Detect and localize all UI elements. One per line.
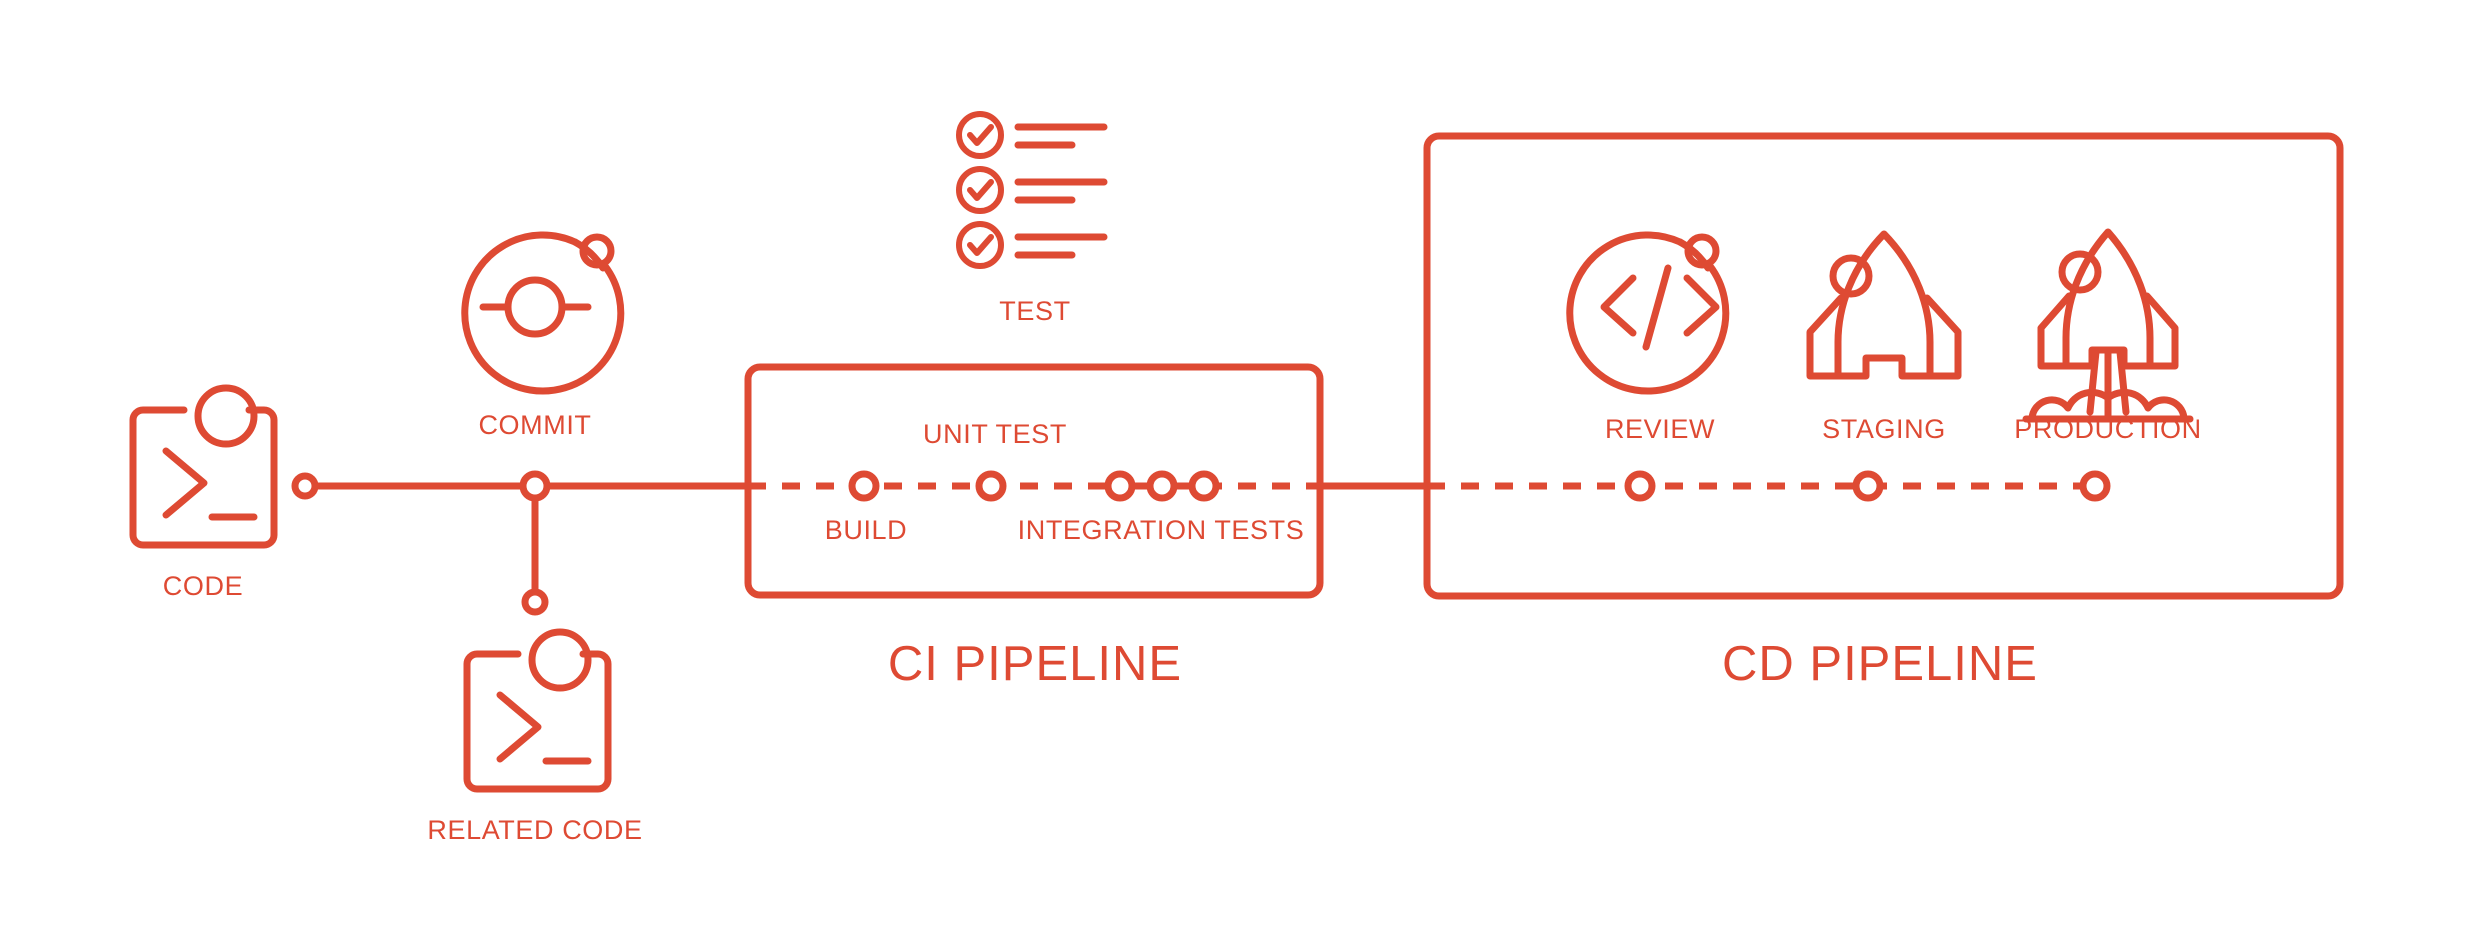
ci-stage-label-build: BUILD: [825, 515, 908, 545]
node-build[interactable]: [848, 470, 880, 502]
node-unit-test[interactable]: [975, 470, 1007, 502]
ci-pipeline-box: [744, 363, 1324, 599]
node-integration-test-2[interactable]: [1146, 470, 1178, 502]
cd-pipeline-group: REVIEW STAGING: [1423, 132, 2344, 691]
checklist-icon: [956, 111, 1108, 269]
commit-label: COMMIT: [478, 410, 591, 440]
related-code-label: RELATED CODE: [427, 815, 642, 845]
ci-stage-label-unit-test: UNIT TEST: [923, 419, 1067, 449]
test-icon-group: TEST: [956, 111, 1108, 326]
production-icon-group: PRODUCTION: [2014, 228, 2202, 444]
node-production[interactable]: [2079, 470, 2111, 502]
review-icon-group: REVIEW: [1566, 231, 1730, 444]
node-related-code[interactable]: [521, 588, 549, 616]
terminal-code-icon: [463, 628, 612, 793]
commit-orbit-icon: [461, 231, 625, 395]
rocket-launch-icon: [2022, 228, 2194, 423]
ci-pipeline-title: CI PIPELINE: [888, 637, 1182, 691]
code-label: CODE: [163, 571, 243, 601]
node-integration-test-1[interactable]: [1104, 470, 1136, 502]
terminal-code-icon: [129, 384, 278, 549]
ci-pipeline-group: UNIT TEST BUILD INTEGRATION TESTS CI PIP…: [744, 363, 1324, 691]
cd-stage-label-staging: STAGING: [1822, 414, 1946, 444]
commit-icon-group: COMMIT: [461, 231, 625, 440]
node-code-start[interactable]: [291, 472, 319, 500]
cd-stage-label-review: REVIEW: [1605, 414, 1715, 444]
node-review[interactable]: [1624, 470, 1656, 502]
cd-stage-label-production: PRODUCTION: [2014, 414, 2202, 444]
cd-pipeline-title: CD PIPELINE: [1722, 637, 2038, 691]
ci-stage-label-integration-tests: INTEGRATION TESTS: [1018, 515, 1305, 545]
code-icon-group: CODE: [129, 384, 278, 601]
node-commit[interactable]: [519, 470, 551, 502]
rocket-idle-icon: [1806, 230, 1962, 380]
node-integration-test-3[interactable]: [1188, 470, 1220, 502]
node-staging[interactable]: [1852, 470, 1884, 502]
related-code-icon-group: RELATED CODE: [427, 628, 642, 845]
test-label: TEST: [999, 296, 1070, 326]
staging-icon-group: STAGING: [1806, 230, 1962, 444]
cd-pipeline-box: [1423, 132, 2344, 600]
code-brackets-circle-icon: [1566, 231, 1730, 395]
